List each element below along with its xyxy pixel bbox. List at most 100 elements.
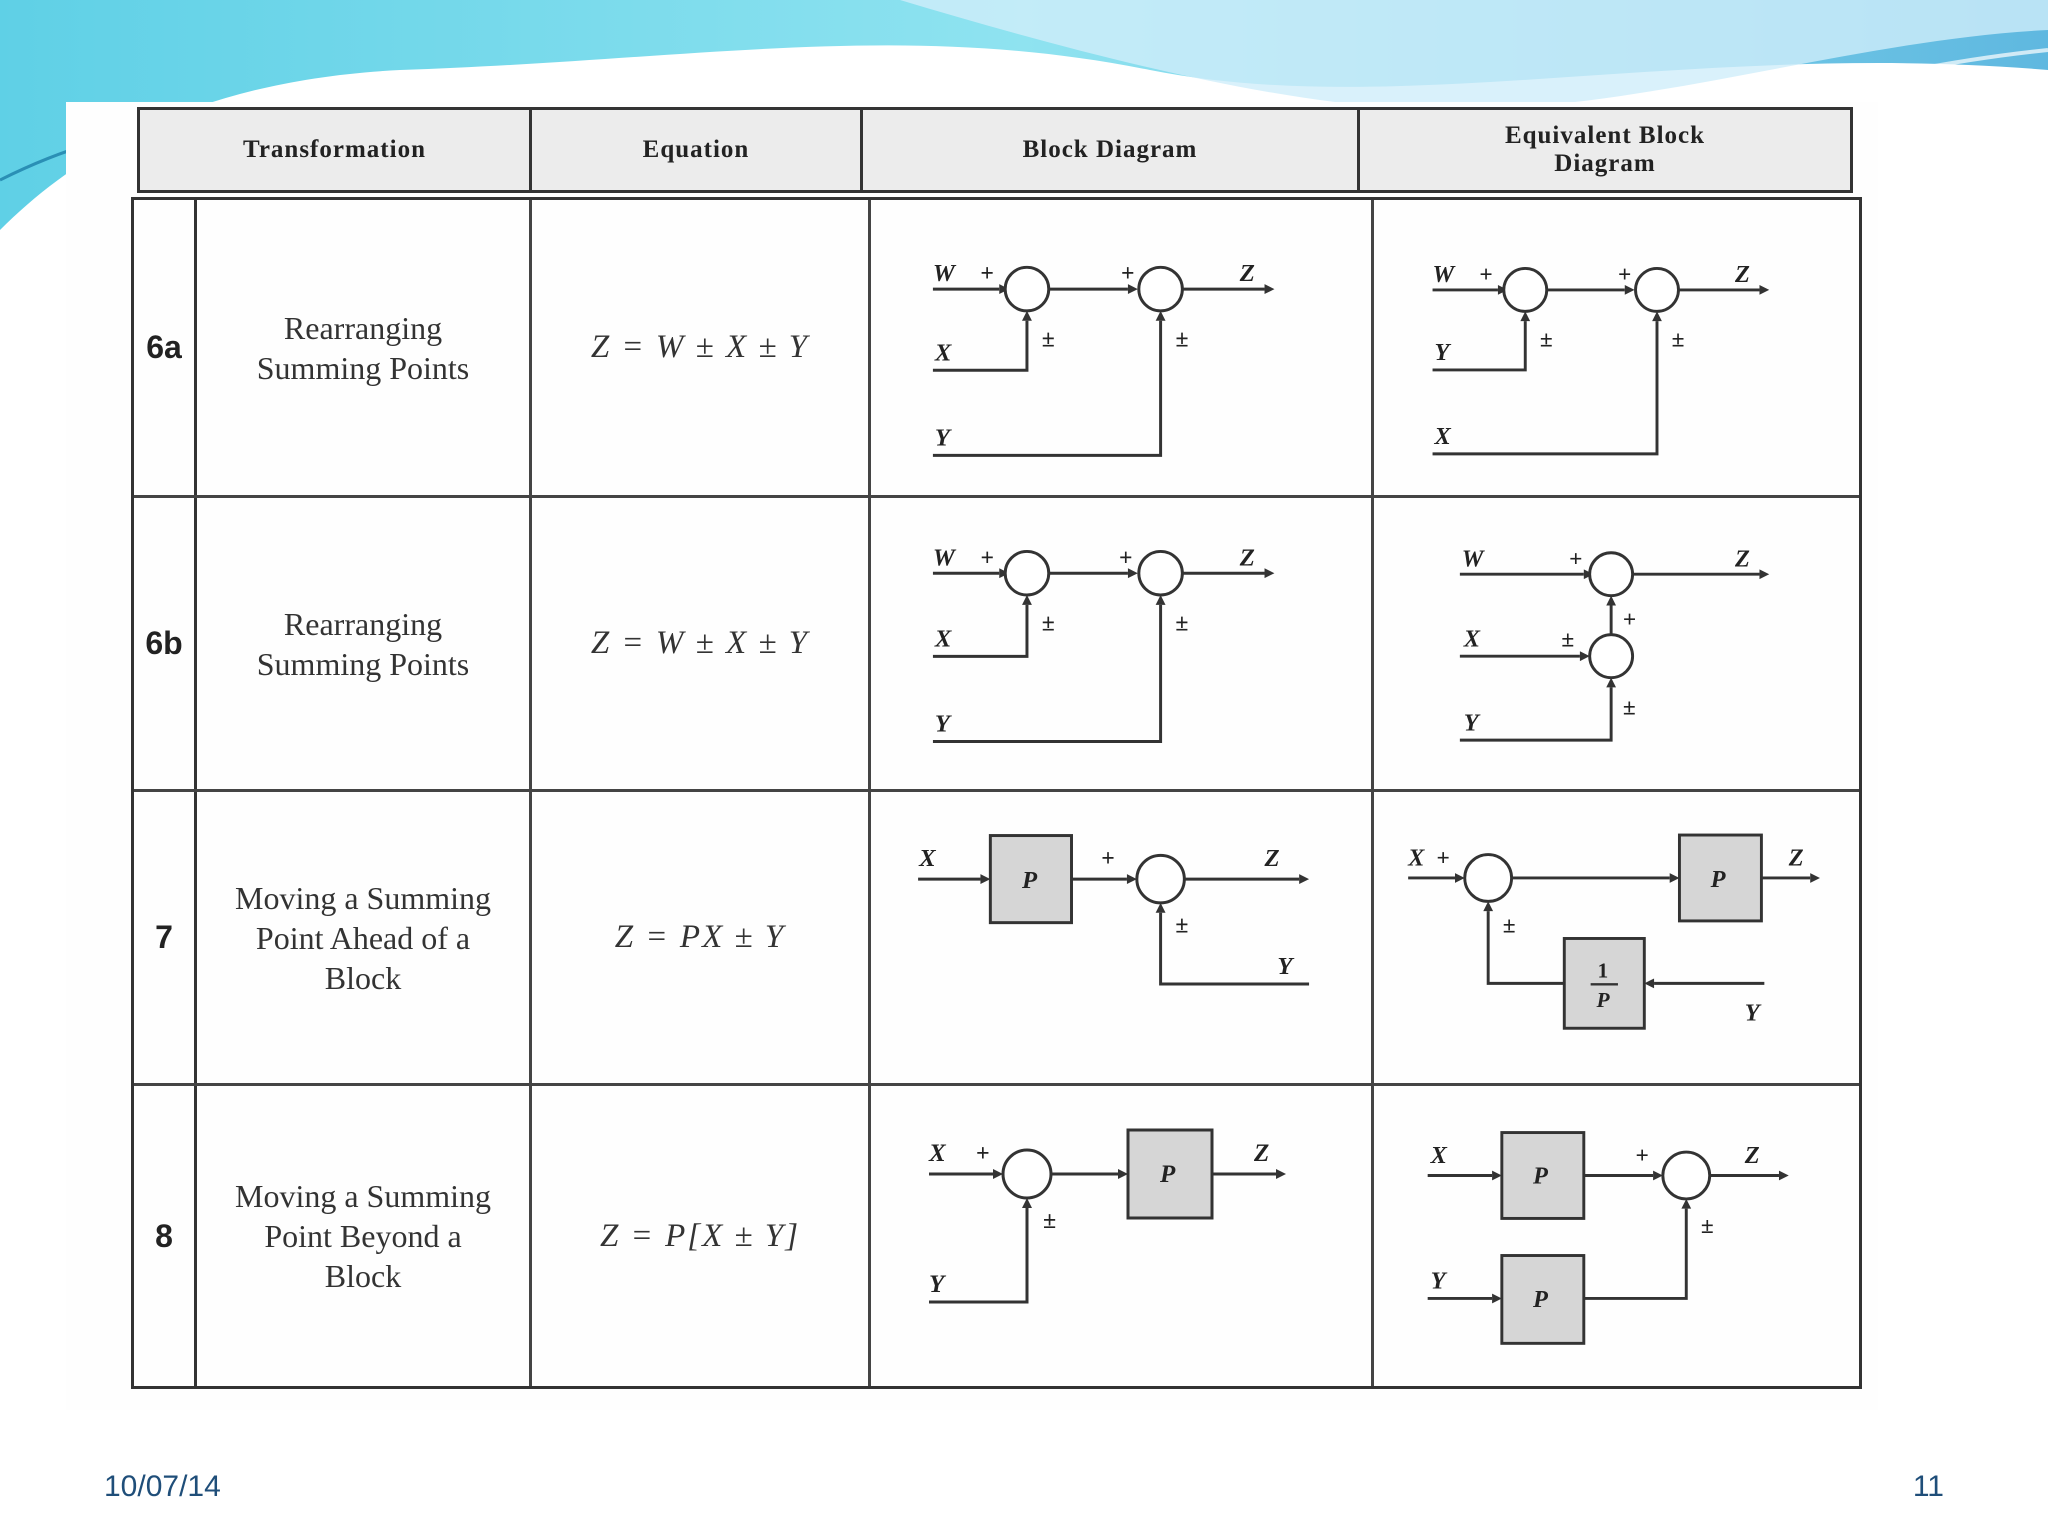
label-z: Z [1253,1140,1269,1167]
label-y: Y [935,711,952,738]
label-plusminus: ± [1043,1208,1056,1234]
label-x: X [934,625,952,652]
label-x: X [918,845,936,872]
label-y: Y [1431,1268,1448,1295]
label-z: Z [1239,260,1255,287]
block-diagram-8: X + P Z ± Y [928,1128,1286,1304]
label-plus: + [1623,607,1636,633]
equivalent-diagram-6b: W + Z + X ± ± Y [1459,545,1770,742]
equivalent-diagram-6a: W + + Z Y ± ± X [1433,261,1770,456]
label-plusminus: ± [1540,327,1553,353]
label-z: Z [1239,544,1255,571]
label-y: Y [1277,953,1294,980]
label-plusminus: ± [1175,913,1188,939]
label-p: P [1021,867,1038,894]
equivalent-diagram-8: X P + Z ± Y P [1427,1131,1789,1345]
label-x: X [934,339,952,366]
label-plusminus: ± [1042,327,1055,353]
label-plusminus: ± [1175,611,1188,637]
label-plusminus: ± [1672,327,1685,353]
label-p: P [1532,1162,1549,1189]
label-plusminus: ± [1623,695,1636,721]
equivalent-diagram-cell: W + Z + X ± ± Y [1374,498,1859,789]
label-x: X [1434,423,1452,450]
block-diagram-cell: X + P Z ± Y [871,1086,1374,1386]
label-plus: + [1119,545,1133,571]
label-plusminus: ± [1503,913,1516,939]
label-y: Y [1464,709,1481,736]
label-p: P [1159,1161,1176,1188]
label-plus: + [1618,262,1631,288]
label-y: Y [1435,339,1452,366]
label-z: Z [1734,545,1750,572]
block-diagram-cell: W + + Z X ± ± Y [871,200,1374,495]
transformation-line: Block [324,959,402,996]
transformation-line: Block [324,1258,402,1294]
equivalent-diagram-cell: X P + Z ± Y P [1374,1086,1859,1386]
header-block-diagram-label: Block Diagram [1022,136,1198,163]
label-z: Z [1788,844,1804,871]
block-p [1500,1131,1586,1220]
slide-page-number: 11 [1912,1470,1944,1503]
header-equation: Equation [532,110,863,190]
block-diagram-6a: W + + Z X ± ± Y [933,260,1275,457]
table-header: Transformation Equation Block Diagram Eq… [137,107,1853,193]
label-p: P [1532,1286,1549,1313]
equation-cell: Z = W ± X ± Y [532,498,871,789]
label-plus: + [1101,846,1115,872]
label-w: W [933,544,957,571]
label-plus: + [1636,1143,1649,1169]
transformation-line: Point Beyond a [264,1218,462,1254]
header-equivalent-line2: Diagram [1554,150,1656,177]
equation-cell: Z = PX ± Y [532,792,871,1083]
header-block-diagram: Block Diagram [863,110,1360,190]
label-plus: + [1121,261,1135,287]
row-number: 7 [134,792,197,1083]
label-p: P [1710,866,1727,893]
label-w: W [933,260,957,287]
block-p [1126,1128,1214,1220]
label-x: X [928,1140,947,1167]
header-transformation-label: Transformation [243,136,426,163]
block-diagram-cell: W + + Z X ± ± Y [871,498,1374,789]
label-plus: + [1569,546,1582,572]
transformation-line: Moving a Summing [234,879,491,916]
row-number: 6a [134,200,197,495]
label-plusminus: ± [1561,626,1574,652]
block-p [988,834,1073,925]
label-plusminus: ± [1175,327,1188,353]
label-w: W [1433,261,1457,288]
equation-cell: Z = W ± X ± Y [532,200,871,495]
label-plus: + [980,261,994,287]
transformation-line: Moving a Summing [234,1178,491,1214]
equivalent-diagram-7: X + P Z ± 1 P Y [1407,833,1820,1030]
block-diagram-7: X P + Z ± Y [918,834,1310,986]
label-z: Z [1734,261,1750,288]
equation-cell: Z = P[X ± Y] [532,1086,871,1386]
label-y: Y [935,425,952,452]
label-x: X [1463,625,1481,652]
label-plusminus: ± [1042,611,1055,637]
label-w: W [1462,545,1486,572]
block-p [1677,833,1763,923]
label-y: Y [1745,999,1762,1026]
row-number: 6b [134,498,197,789]
row-number: 8 [134,1086,197,1386]
slide-date: 10/07/14 [104,1470,221,1503]
block-diagram-cell: X P + Z ± Y [871,792,1374,1083]
label-y: Y [929,1271,947,1298]
transformation-line: Point Ahead of a [255,919,471,956]
label-plusminus: ± [1701,1213,1714,1239]
header-equation-label: Equation [642,136,750,163]
transformation-line: Summing Points [256,349,470,386]
label-plus: + [1436,845,1449,871]
label-plus: + [976,1141,990,1167]
label-plus: + [1479,262,1492,288]
